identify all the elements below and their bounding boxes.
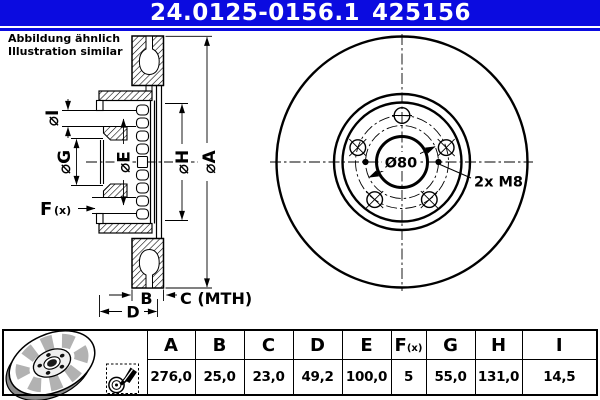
dim-label-b: B — [140, 289, 152, 308]
header-accent-line — [0, 28, 600, 31]
table-header-h: H — [474, 329, 523, 360]
dim-label-f: F — [40, 199, 52, 220]
table-value-g: 55,0 — [425, 359, 476, 396]
table-header-a: A — [146, 329, 196, 360]
thread-hole-left — [362, 158, 369, 166]
note-line-en: Illustration similar — [8, 44, 123, 58]
dim-label-d: D — [126, 303, 139, 322]
thread-holes-label: 2x M8 — [474, 175, 523, 191]
thread-hole-right — [435, 158, 442, 166]
table-value-i: 14,5 — [521, 359, 598, 396]
table-value-f: 5 — [390, 359, 427, 396]
dim-label-a: ⌀A — [200, 149, 220, 173]
label-masks — [114, 143, 216, 319]
dim-label-f-sub: (x) — [54, 204, 71, 217]
table-header-e: E — [341, 329, 392, 360]
table-value-a: 276,0 — [146, 359, 196, 396]
dim-label-h: ⌀H — [173, 150, 193, 174]
dimension-table: A B C D E F(x) G H I 276,0 25,0 23,0 49,… — [2, 329, 598, 396]
bolt-hole-crosses — [348, 115, 456, 209]
part-number: 24.0125-0156.1 — [150, 0, 361, 26]
illustration-note: Abbildung ähnlich Illustration similar — [8, 32, 123, 58]
section-labels: ⌀I ⌀G ⌀E ⌀H ⌀A — [43, 110, 220, 175]
center-bore-label: Ø80 — [385, 156, 418, 172]
table-header-b: B — [194, 329, 245, 360]
outer-diameter-circle — [275, 35, 529, 289]
table-header-c: C — [243, 329, 294, 360]
section-labels-horizontal: F (x) B C (MTH) D — [40, 199, 252, 322]
table-header-i: I — [521, 329, 598, 360]
header-bar: 24.0125-0156.1 425156 — [0, 0, 600, 26]
dim-label-i: ⌀I — [43, 110, 63, 127]
hat-diameter-circle — [341, 101, 463, 223]
table-header-d: D — [292, 329, 343, 360]
dim-label-g: ⌀G — [55, 150, 75, 174]
dim-label-c: C (MTH) — [180, 289, 252, 308]
friction-inner-circle — [332, 92, 472, 232]
table-header-g: G — [425, 329, 476, 360]
vane-slots — [135, 104, 150, 220]
note-line-de: Abbildung ähnlich — [8, 32, 121, 45]
table-header-f: F(x) — [390, 329, 427, 360]
cross-section-view — [62, 35, 216, 289]
table-value-d: 49,2 — [292, 359, 343, 396]
front-view — [270, 34, 533, 291]
ean-number: 425156 — [372, 0, 472, 26]
table-value-c: 23,0 — [243, 359, 294, 396]
dim-label-e: ⌀E — [115, 151, 135, 173]
table-value-e: 100,0 — [341, 359, 392, 396]
table-value-b: 25,0 — [194, 359, 245, 396]
table-icon-cell — [2, 329, 148, 396]
table-value-h: 131,0 — [474, 359, 523, 396]
